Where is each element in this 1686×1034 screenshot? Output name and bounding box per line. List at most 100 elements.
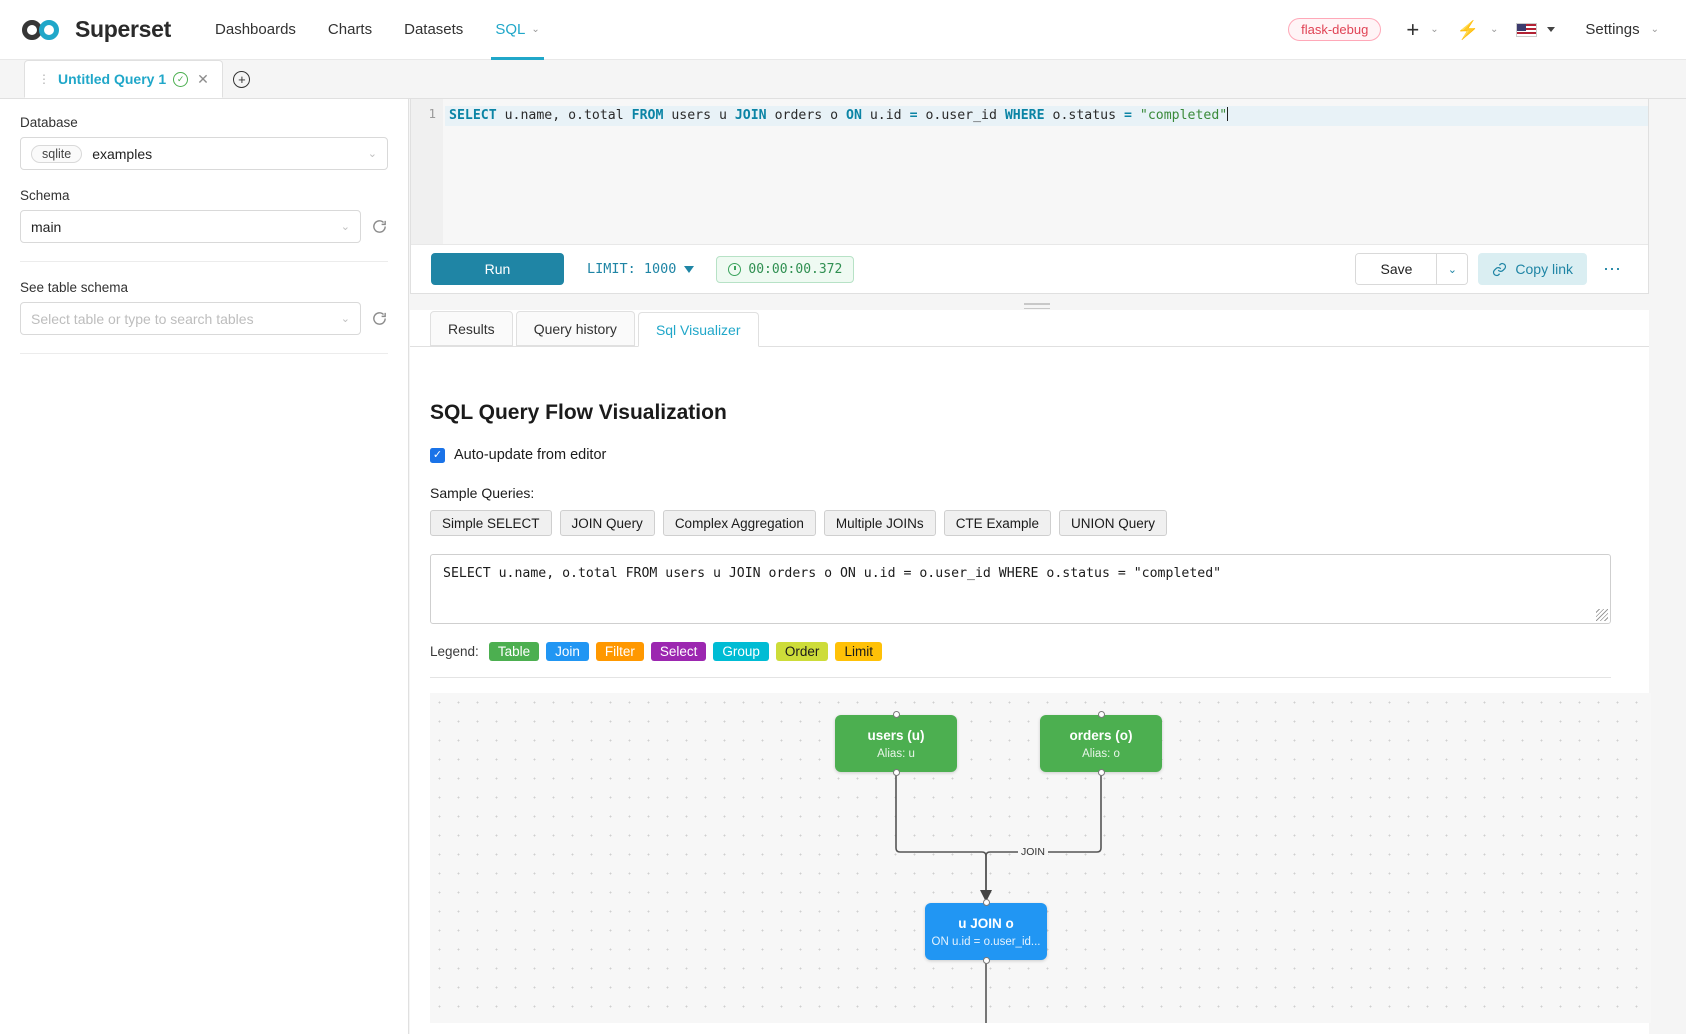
- chevron-down-icon: ⌄: [367, 148, 377, 160]
- node-handle-top[interactable]: [892, 711, 900, 718]
- link-icon: [1493, 262, 1507, 276]
- refresh-schema-icon[interactable]: [371, 218, 388, 235]
- nav-label: Charts: [327, 21, 373, 38]
- limit-label: LIMIT: 1000: [587, 261, 677, 277]
- copy-link-button[interactable]: Copy link: [1478, 253, 1587, 285]
- left-settings-panel: Database sqlite examples ⌄ Schema main ⌄…: [0, 99, 409, 1034]
- legend-label: Legend:: [430, 644, 479, 659]
- toolbar-right: Save ⌄ Copy link ⋯: [1355, 253, 1628, 285]
- legend-chip-limit: Limit: [835, 642, 882, 661]
- query-timer: 00:00:00.372: [716, 255, 855, 283]
- superset-logo[interactable]: Superset: [22, 16, 171, 43]
- nav-label: Datasets: [404, 21, 464, 38]
- success-check-icon: ✓: [173, 71, 189, 87]
- sample-query-simple-select[interactable]: Simple SELECT: [430, 510, 552, 536]
- pane-resize-handle[interactable]: [1024, 300, 1050, 310]
- flask-debug-badge: flask-debug: [1288, 18, 1382, 41]
- save-button[interactable]: Save: [1356, 254, 1437, 284]
- nav-link-dashboards[interactable]: Dashboards: [199, 0, 312, 60]
- tab-sql-visualizer[interactable]: Sql Visualizer: [637, 312, 759, 347]
- clock-icon: [728, 262, 742, 276]
- nav-label: Dashboards: [215, 21, 296, 38]
- nav-link-sql[interactable]: SQL ⌄: [479, 0, 555, 60]
- node-subtitle: Alias: o: [1082, 747, 1120, 760]
- database-select[interactable]: sqlite examples ⌄: [20, 137, 388, 170]
- node-handle-top[interactable]: [1097, 711, 1105, 718]
- language-selector[interactable]: [1509, 22, 1562, 37]
- sample-query-join-query[interactable]: JOIN Query: [559, 510, 655, 536]
- run-button[interactable]: Run: [431, 253, 564, 285]
- limit-dropdown[interactable]: LIMIT: 1000: [587, 261, 695, 277]
- node-handle-bottom[interactable]: [1097, 769, 1105, 776]
- edge-orders-to-join: [985, 772, 1102, 895]
- node-handle-bottom[interactable]: [892, 769, 900, 776]
- nav-link-datasets[interactable]: Datasets: [388, 0, 479, 60]
- database-value: examples: [92, 145, 153, 162]
- triangle-down-icon: [1547, 27, 1556, 32]
- nav-label: SQL: [495, 21, 526, 38]
- brand-name: Superset: [75, 16, 172, 42]
- tab-results[interactable]: Results: [430, 311, 513, 346]
- legend-chip-filter: Filter: [595, 642, 644, 661]
- tab-query-history[interactable]: Query history: [515, 311, 635, 346]
- ace-editor[interactable]: 1 SELECT u.name, o.total FROM users u JO…: [411, 99, 1648, 244]
- textarea-resize-grip[interactable]: [1596, 609, 1608, 621]
- panel-divider: [20, 261, 388, 262]
- node-handle-top[interactable]: [982, 899, 990, 906]
- auto-update-label: Auto-update from editor: [454, 447, 607, 463]
- editor-gutter: 1: [411, 99, 443, 244]
- node-title: orders (o): [1069, 727, 1133, 743]
- graph-node-orders[interactable]: orders (o) Alias: o: [1040, 711, 1162, 776]
- edge-users-to-join: [895, 772, 987, 895]
- plus-glyph: +: [238, 71, 246, 87]
- sql-editor-panel: 1 SELECT u.name, o.total FROM users u JO…: [410, 99, 1649, 294]
- schema-select[interactable]: main ⌄: [20, 210, 361, 243]
- quick-actions-button[interactable]: ⚡ ⌄: [1450, 21, 1506, 39]
- line-number: 1: [428, 106, 436, 121]
- page-title: SQL Query Flow Visualization: [430, 401, 727, 424]
- sample-query-union-query[interactable]: UNION Query: [1058, 510, 1167, 536]
- primary-nav: Dashboards Charts Datasets SQL ⌄: [199, 0, 556, 60]
- table-select[interactable]: Select table or type to search tables ⌄: [20, 302, 361, 335]
- drag-handle-icon[interactable]: ⋮: [38, 72, 51, 86]
- chevron-down-icon: ⌄: [340, 221, 350, 233]
- close-icon[interactable]: ✕: [197, 70, 209, 87]
- panel-divider-2: [20, 353, 388, 354]
- sample-query-cte-example[interactable]: CTE Example: [943, 510, 1051, 536]
- database-label: Database: [20, 115, 78, 130]
- top-navbar: Superset Dashboards Charts Datasets SQL …: [0, 0, 1686, 60]
- editor-toolbar: Run LIMIT: 1000 00:00:00.372 Save ⌄: [411, 244, 1648, 293]
- sample-query-multiple-joins[interactable]: Multiple JOINs: [823, 510, 936, 536]
- sql-text-area[interactable]: SELECT u.name, o.total FROM users u JOIN…: [430, 554, 1611, 624]
- refresh-tables-icon[interactable]: [371, 310, 388, 327]
- nav-link-charts[interactable]: Charts: [312, 0, 388, 60]
- table-schema-label: See table schema: [20, 280, 129, 295]
- more-options-icon[interactable]: ⋯: [1603, 259, 1622, 279]
- timer-value: 00:00:00.372: [748, 261, 843, 277]
- legend-divider: [430, 677, 1611, 678]
- bolt-icon: ⚡: [1456, 19, 1480, 40]
- copy-link-label: Copy link: [1515, 261, 1573, 277]
- graph-node-users[interactable]: users (u) Alias: u: [835, 711, 957, 776]
- query-tab-untitled-query-1[interactable]: ⋮ Untitled Query 1 ✓ ✕: [24, 60, 223, 98]
- settings-label: Settings: [1585, 21, 1640, 38]
- save-dropdown-chevron-down-icon[interactable]: ⌄: [1436, 254, 1468, 284]
- sql-text-value: SELECT u.name, o.total FROM users u JOIN…: [443, 566, 1222, 581]
- legend-chip-join: Join: [546, 642, 589, 661]
- arrowhead-join: [980, 890, 992, 902]
- legend-chip-table: Table: [488, 642, 540, 661]
- sample-query-complex-aggregation[interactable]: Complex Aggregation: [662, 510, 816, 536]
- triangle-down-icon: [684, 265, 695, 273]
- settings-menu[interactable]: Settings ⌄: [1566, 21, 1666, 38]
- graph-node-join[interactable]: u JOIN o ON u.id = o.user_id...: [925, 899, 1047, 964]
- new-menu-button[interactable]: + ⌄: [1399, 16, 1445, 42]
- checkbox-icon[interactable]: ✓: [430, 447, 445, 463]
- plus-icon: +: [1406, 16, 1420, 42]
- query-flow-canvas[interactable]: JOIN users (u) Alias: u orders (o) Alias…: [430, 693, 1651, 1023]
- node-handle-bottom[interactable]: [982, 957, 990, 964]
- auto-update-toggle[interactable]: ✓ Auto-update from editor: [430, 447, 1611, 463]
- schema-field-row: main ⌄: [20, 210, 388, 243]
- add-query-tab-button[interactable]: +: [223, 60, 261, 98]
- editor-code-line[interactable]: SELECT u.name, o.total FROM users u JOIN…: [445, 106, 1648, 126]
